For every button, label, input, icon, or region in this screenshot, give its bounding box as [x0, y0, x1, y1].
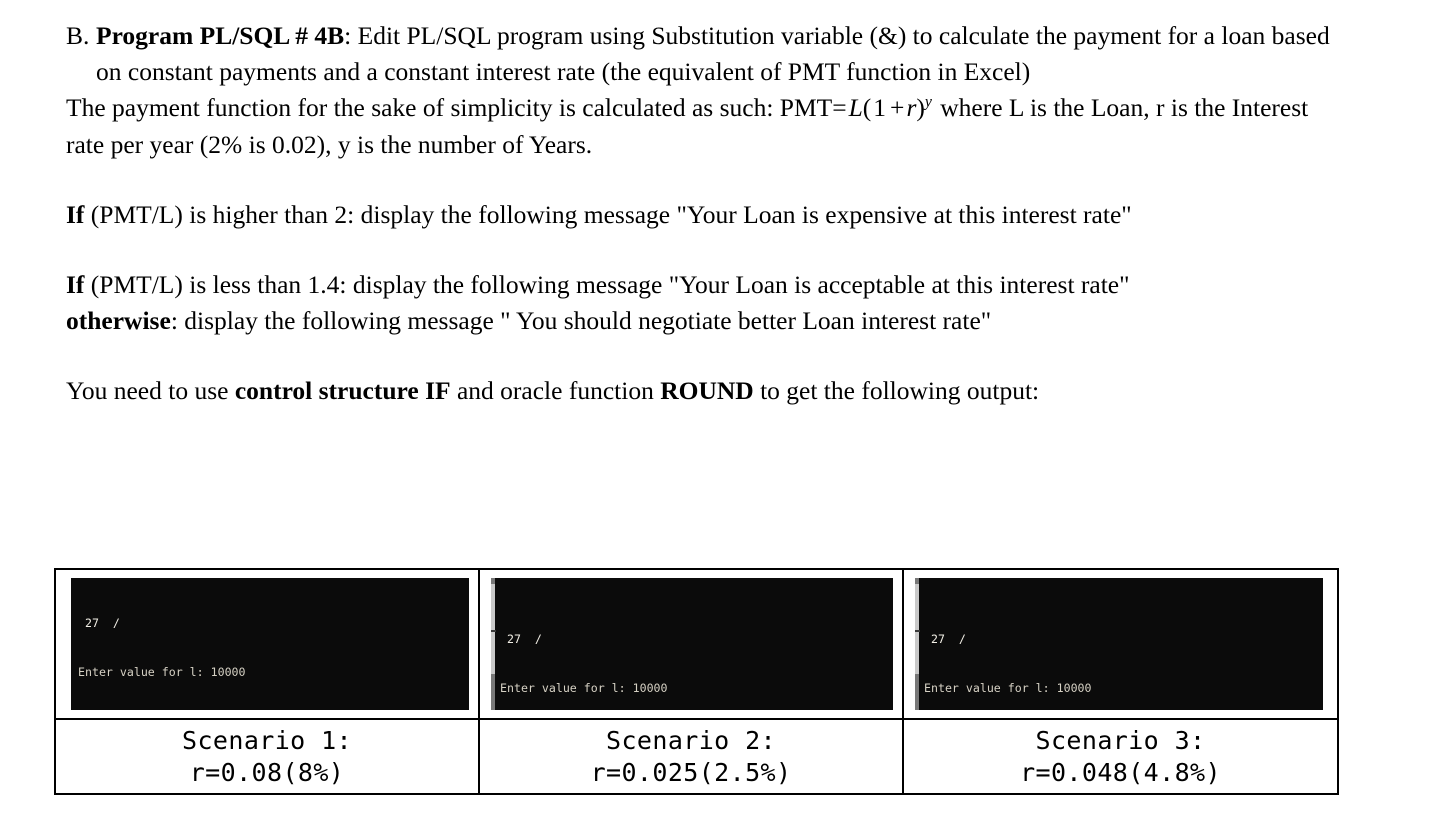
rule-2-text: (PMT/L) is less than 1.4: display the fo… — [90, 270, 1130, 300]
closing-suffix: to get the following output: — [753, 376, 1040, 406]
formula-close-paren: ) — [916, 93, 925, 123]
scrollbar-thumb[interactable] — [491, 630, 496, 632]
terminal-line: Enter value for l: 10000 — [78, 665, 246, 680]
caption-cell-scenario-2: Scenario 2: r=0.025(2.5%) — [480, 720, 904, 793]
terminal-cell-2: 27 / Enter value for l: 10000 Enter valu… — [480, 570, 904, 718]
caption-cell-scenario-1: Scenario 1: r=0.08(8%) — [56, 720, 480, 793]
formula-base-var: L — [848, 93, 863, 123]
formula-open-paren: ( — [862, 93, 872, 123]
caption-cell-scenario-3: Scenario 3: r=0.048(4.8%) — [904, 720, 1337, 793]
terminal-line: Enter value for l: 10000 — [500, 681, 668, 696]
assignment-prose: B. Program PL/SQL # 4B: Edit PL/SQL prog… — [66, 18, 1336, 410]
spacer-1 — [66, 163, 1336, 197]
scrollbar[interactable] — [915, 578, 920, 710]
item-title-continuation: : Edit PL/SQL program using Substitution… — [96, 21, 1330, 87]
scenario-1-terminal[interactable]: 27 / Enter value for l: 10000 Enter valu… — [71, 578, 469, 710]
formula-tail: where L is the Loan, r is the Interest r… — [66, 93, 1309, 159]
results-table: 27 / Enter value for l: 10000 Enter valu… — [54, 568, 1339, 795]
scenario-3-terminal[interactable]: 27 / Enter value for l: 10000 Enter valu… — [915, 578, 1323, 710]
formula-intro: The payment function for the sake of sim… — [66, 93, 847, 123]
rule-1-text: (PMT/L) is higher than 2: display the fo… — [90, 199, 1132, 229]
formula-one: 1 — [873, 93, 887, 123]
scrollbar[interactable] — [491, 578, 496, 710]
closing-instruction: You need to use control structure IF and… — [66, 373, 1336, 409]
terminal-line: 27 / — [500, 632, 542, 647]
closing-bold-control-structure: control structure IF — [234, 376, 451, 406]
rule-expensive: If (PMT/L) is higher than 2: display the… — [66, 197, 1336, 233]
terminal-cell-1: 27 / Enter value for l: 10000 Enter valu… — [56, 570, 480, 718]
scrollbar-thumb[interactable] — [915, 630, 920, 632]
rule-2-keyword: If — [66, 270, 85, 300]
terminal-row: 27 / Enter value for l: 10000 Enter valu… — [56, 570, 1337, 720]
list-item-b: B. Program PL/SQL # 4B: Edit PL/SQL prog… — [66, 18, 1336, 90]
pmt-formula: L(1+r)y — [847, 93, 934, 122]
terminal-line: 27 / — [78, 615, 120, 630]
spacer-2 — [66, 233, 1336, 267]
spacer-3 — [66, 339, 1336, 373]
rule-3-keyword: otherwise — [66, 306, 171, 336]
terminal-line: Enter value for l: 10000 — [924, 681, 1092, 696]
caption-rate: r=0.048(4.8%) — [1020, 757, 1221, 787]
terminal-cell-3: 27 / Enter value for l: 10000 Enter valu… — [904, 570, 1337, 718]
closing-prefix: You need to use — [66, 376, 235, 406]
rule-3-text: : display the following message " You sh… — [170, 306, 992, 336]
list-item-body: Program PL/SQL # 4B: Edit PL/SQL program… — [96, 18, 1336, 90]
formula-exponent: y — [924, 93, 932, 111]
rule-1-keyword: If — [66, 199, 85, 229]
rule-acceptable: If (PMT/L) is less than 1.4: display the… — [66, 267, 1336, 303]
caption-title: Scenario 3: — [1035, 725, 1206, 755]
formula-paragraph: The payment function for the sake of sim… — [66, 90, 1336, 162]
closing-middle: and oracle function — [450, 376, 661, 406]
closing-bold-round: ROUND — [660, 376, 754, 406]
list-marker: B. — [66, 21, 90, 50]
caption-title: Scenario 2: — [606, 725, 776, 755]
item-title: Program PL/SQL # 4B — [96, 21, 345, 50]
scenario-2-terminal[interactable]: 27 / Enter value for l: 10000 Enter valu… — [491, 578, 893, 710]
rule-otherwise: otherwise: display the following message… — [66, 303, 1336, 339]
caption-rate: r=0.025(2.5%) — [590, 757, 792, 787]
formula-plus: + — [890, 93, 905, 123]
caption-row: Scenario 1: r=0.08(8%) Scenario 2: r=0.0… — [56, 720, 1337, 793]
terminal-line: 27 / — [924, 632, 966, 647]
formula-rate-var: r — [906, 93, 917, 123]
caption-rate: r=0.08(8%) — [189, 757, 345, 787]
caption-title: Scenario 1: — [182, 725, 352, 755]
